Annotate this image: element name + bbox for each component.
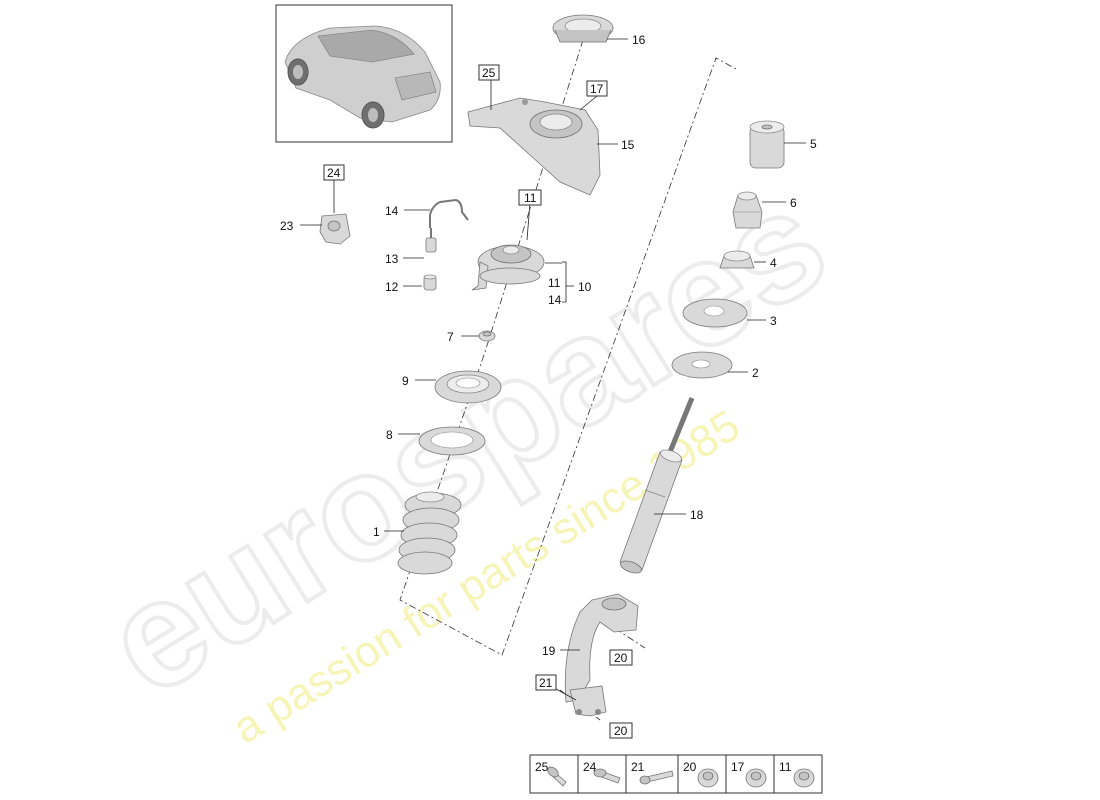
boxed-ref-20-upper[interactable]: 20 (609, 649, 633, 666)
nut-11-icon (793, 768, 815, 788)
part-9-spring-seat (434, 370, 502, 404)
legend-label-11[interactable]: 11 (779, 760, 792, 774)
boxed-ref-20-lower[interactable]: 20 (609, 722, 633, 739)
boxed-ref-17[interactable]: 17 (586, 80, 608, 97)
callout-15[interactable]: 15 (621, 138, 635, 152)
boxed-ref-21[interactable]: 21 (535, 674, 557, 691)
callout-23[interactable]: 23 (280, 219, 294, 233)
boxed-ref-11[interactable]: 11 (518, 189, 542, 206)
callout-6[interactable]: 6 (790, 196, 797, 210)
part-12-sensor (423, 274, 437, 291)
part-13-connector (425, 228, 437, 253)
legend-label-25[interactable]: 25 (535, 760, 549, 774)
part-23-clip (319, 213, 351, 245)
boxed-ref-21-text: 21 (539, 676, 553, 690)
boxed-refs: 25 17 24 11 20 21 20 (323, 64, 633, 739)
nut-17-icon (745, 768, 767, 788)
legend-label-21[interactable]: 21 (631, 760, 645, 774)
part-7-nut (478, 330, 496, 342)
part-8-spring-pad (418, 426, 486, 456)
callout-10[interactable]: 10 (578, 280, 592, 294)
callout-16[interactable]: 16 (632, 33, 646, 47)
legend-label-17[interactable]: 17 (731, 760, 745, 774)
callout-3[interactable]: 3 (770, 314, 777, 328)
callout-5[interactable]: 5 (810, 137, 817, 151)
part-2-washer (671, 351, 733, 379)
part-19-lower-fork (564, 593, 639, 717)
callout-19[interactable]: 19 (542, 644, 556, 658)
boxed-ref-17-text: 17 (590, 82, 604, 96)
callout-2[interactable]: 2 (752, 366, 759, 380)
callout-18[interactable]: 18 (690, 508, 704, 522)
part-1-coil-spring (397, 491, 462, 575)
part-18-shock-absorber (619, 397, 695, 574)
callout-1[interactable]: 1 (373, 525, 380, 539)
part-10-strut-mount (471, 244, 545, 291)
part-14-sensor-wire (429, 198, 469, 228)
part-5-bump-stop-cover (749, 120, 785, 169)
legend-label-20[interactable]: 20 (683, 760, 697, 774)
bolt-24-icon (593, 768, 621, 784)
boxed-ref-11-text: 11 (524, 191, 537, 205)
boxed-ref-24[interactable]: 24 (323, 164, 345, 181)
callout-14[interactable]: 14 (385, 204, 399, 218)
watermark: eurospares a passion for parts since 198… (76, 154, 855, 753)
callout-9[interactable]: 9 (402, 374, 409, 388)
nut-20-icon (697, 768, 719, 788)
boxed-ref-25[interactable]: 25 (478, 64, 500, 81)
boxed-ref-24-text: 24 (327, 166, 341, 180)
hardware-legend: 25 24 21 20 17 11 (529, 754, 823, 794)
vehicle-thumbnail (275, 4, 453, 143)
callout-7[interactable]: 7 (447, 330, 454, 344)
bolt-21-icon (639, 770, 674, 785)
boxed-ref-20-upper-text: 20 (614, 651, 628, 665)
bolt-25-icon (547, 766, 567, 787)
part-4-buffer (719, 250, 755, 269)
legend-label-24[interactable]: 24 (583, 760, 597, 774)
callout-13[interactable]: 13 (385, 252, 399, 266)
callout-12[interactable]: 12 (385, 280, 399, 294)
callout-10-sub-14[interactable]: 14 (548, 293, 562, 307)
callout-4[interactable]: 4 (770, 256, 777, 270)
callout-10-sub-11[interactable]: 11 (548, 276, 561, 290)
part-6-bump-stop (732, 191, 763, 229)
car-image (284, 25, 441, 129)
part-3-support-plate (682, 298, 748, 328)
part-16-spring-seat (552, 14, 614, 43)
part-15-top-mount (467, 97, 601, 196)
callout-labels: 16 15 5 6 4 3 2 18 19 14 13 12 23 7 9 8 … (280, 33, 817, 658)
callout-8[interactable]: 8 (386, 428, 393, 442)
boxed-ref-25-text: 25 (482, 66, 496, 80)
leader-lines (300, 38, 806, 701)
boxed-ref-20-lower-text: 20 (614, 724, 628, 738)
